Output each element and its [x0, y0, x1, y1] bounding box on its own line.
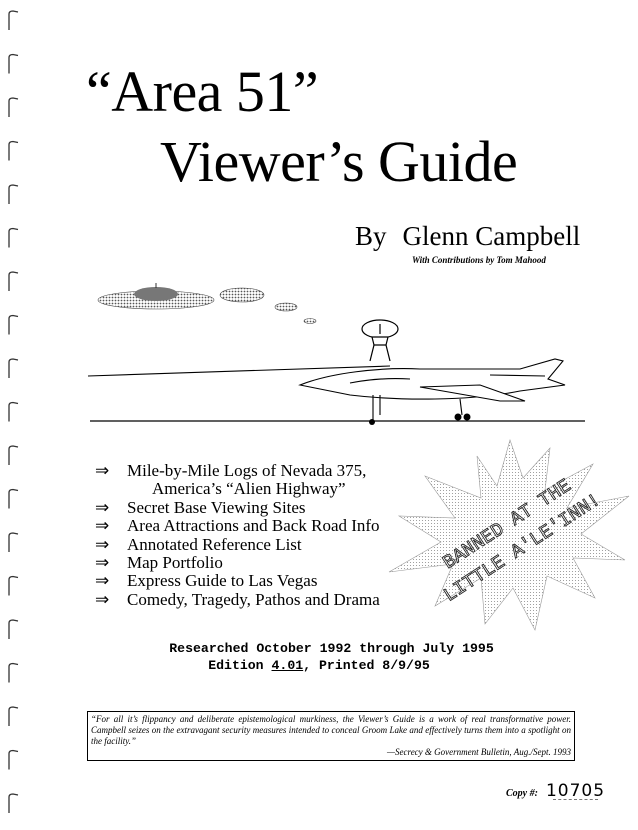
edition-suffix: , Printed 8/9/95	[303, 658, 430, 673]
binding-ring	[8, 619, 19, 639]
binding-ring	[8, 445, 19, 465]
binding-ring	[8, 140, 19, 161]
edition-number: 4.01	[271, 658, 304, 673]
feature-item: ⇒ Annotated Reference List	[95, 534, 380, 554]
spiral-binding	[8, 10, 19, 813]
binding-ring	[8, 706, 19, 726]
horizon-line	[87, 365, 391, 377]
feature-item: ⇒ Mile-by-Mile Logs of Nevada 375,	[95, 461, 380, 480]
feature-text: Map Portfolio	[127, 553, 223, 573]
arrow-icon: ⇒	[95, 516, 110, 536]
binding-ring	[8, 575, 19, 596]
binding-ring	[8, 97, 19, 117]
binding-ring	[8, 488, 19, 509]
ufo-tiny-icon	[303, 318, 317, 324]
feature-text: Secret Base Viewing Sites	[127, 497, 306, 517]
edition-info: Edition 4.01, Printed 8/9/95	[0, 657, 638, 674]
review-quote-box: “For all it’s flippancy and deliberate e…	[87, 711, 575, 761]
copy-label: Copy #:	[506, 788, 538, 799]
research-dates: Researched October 1992 through July 199…	[0, 640, 638, 674]
binding-ring	[8, 314, 19, 335]
binding-ring	[8, 271, 19, 291]
arrow-icon: ⇒	[95, 589, 110, 609]
binding-ring	[8, 749, 19, 770]
starburst-shape	[388, 438, 630, 631]
title-line-2: Viewer’s Guide	[160, 129, 518, 194]
ufo-medium-icon	[219, 287, 265, 303]
feature-item: ⇒ Map Portfolio	[95, 553, 380, 573]
feature-text: Area Attractions and Back Road Info	[127, 516, 380, 536]
binding-ring	[8, 793, 19, 813]
contributions-credit: With Contributions by Tom Mahood	[412, 255, 546, 265]
arrow-icon: ⇒	[95, 461, 110, 480]
feature-item-continuation: America’s “Alien Highway”	[152, 479, 346, 499]
binding-ring	[8, 184, 19, 204]
aircraft-icon	[298, 358, 566, 421]
feature-text: Mile-by-Mile Logs of Nevada 375,	[127, 461, 367, 480]
binding-ring	[8, 227, 19, 248]
feature-text: Express Guide to Las Vegas	[127, 571, 318, 591]
binding-ring	[8, 53, 19, 74]
author-name: Glenn Campbell	[402, 221, 581, 251]
copy-number: Copy #: 10705	[506, 781, 605, 801]
ufo-large-icon	[97, 283, 215, 310]
arrow-icon: ⇒	[95, 553, 110, 573]
copy-number-value: 10705	[545, 781, 606, 801]
arrow-icon: ⇒	[95, 571, 110, 591]
review-citation: —Secrecy & Government Bulletin, Aug./Sep…	[387, 747, 571, 757]
binding-ring	[8, 532, 19, 552]
cover-illustration	[87, 283, 585, 425]
banned-stamp: BANNED AT THE LITTLE A'LE'INN!	[388, 438, 630, 631]
arrow-icon: ⇒	[95, 497, 110, 517]
review-quote: “For all it’s flippancy and deliberate e…	[91, 714, 571, 746]
title-line-1: “Area 51”	[86, 59, 319, 124]
feature-text: Annotated Reference List	[127, 534, 302, 554]
binding-ring	[8, 401, 19, 422]
binding-ring	[8, 358, 19, 378]
copy-underline	[553, 799, 598, 800]
feature-item: ⇒ Comedy, Tragedy, Pathos and Drama	[95, 589, 380, 609]
edition-prefix: Edition	[208, 658, 272, 673]
feature-text: Comedy, Tragedy, Pathos and Drama	[127, 589, 380, 609]
binding-ring	[8, 10, 19, 30]
binding-ring	[8, 662, 19, 683]
feature-list: ⇒ Mile-by-Mile Logs of Nevada 375, Americ…	[95, 461, 380, 609]
byline-by: By	[355, 221, 387, 251]
ufo-small-icon	[274, 302, 298, 312]
arrow-icon: ⇒	[95, 534, 110, 554]
feature-item: ⇒ Secret Base Viewing Sites	[95, 497, 380, 517]
research-period: Researched October 1992 through July 199…	[169, 641, 494, 656]
radar-dish-icon	[361, 319, 399, 362]
feature-item: ⇒ Express Guide to Las Vegas	[95, 571, 380, 591]
feature-item: ⇒ Area Attractions and Back Road Info	[95, 516, 380, 536]
byline: By Glenn Campbell	[355, 221, 580, 251]
